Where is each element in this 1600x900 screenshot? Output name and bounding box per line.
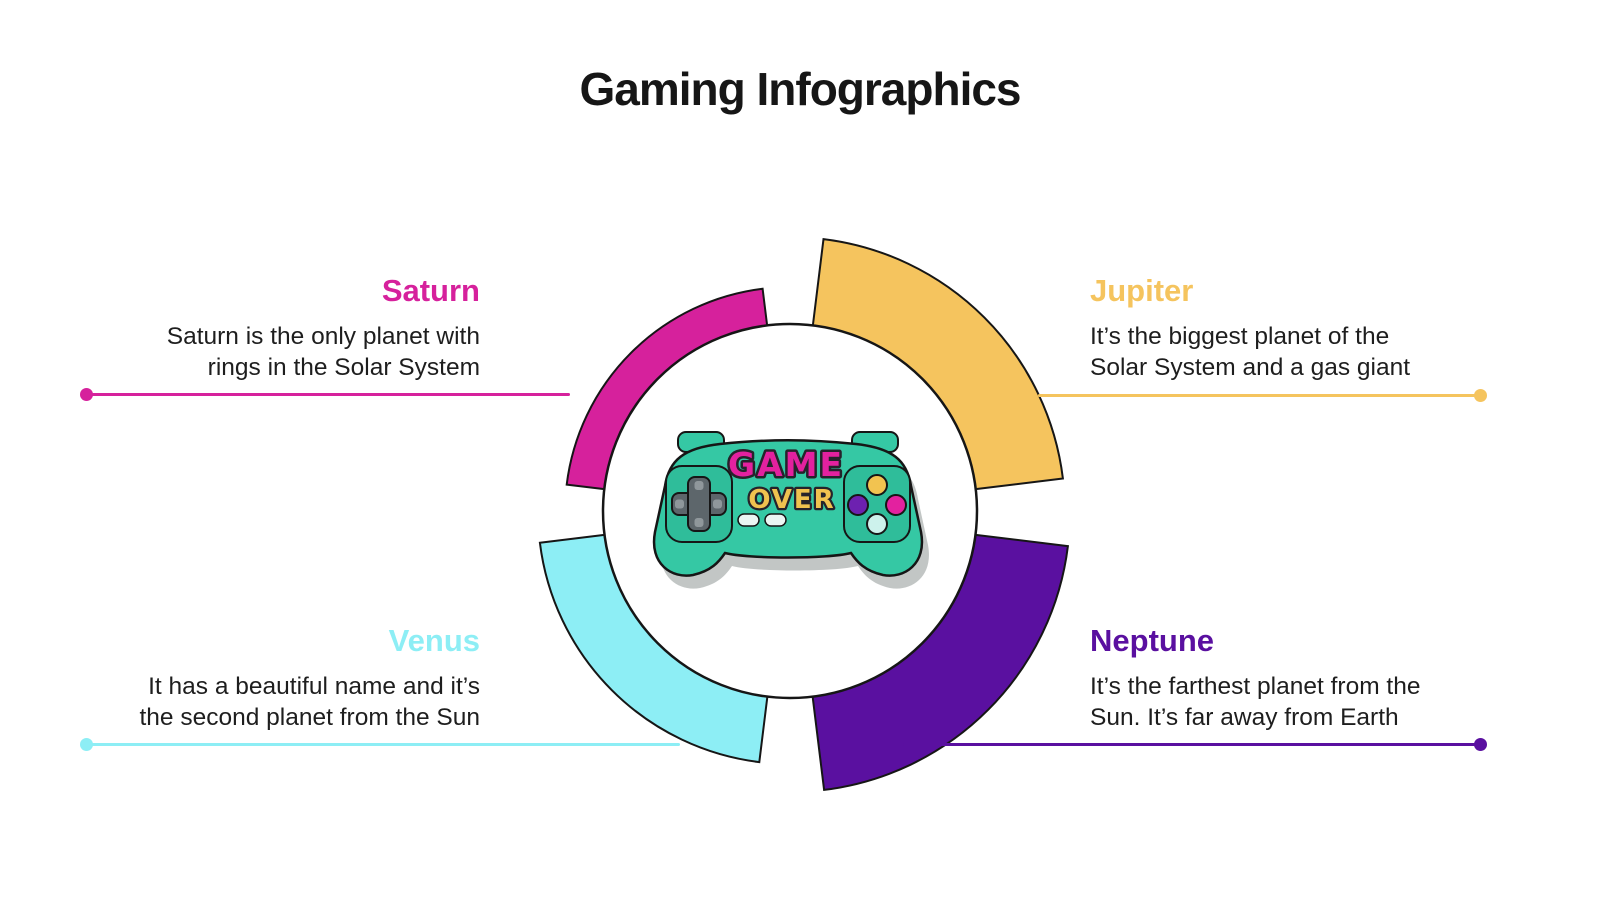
neptune-line-dot [1474, 738, 1487, 751]
jupiter-heading: Jupiter [1090, 273, 1194, 308]
venus-description-line2: the second planet from the Sun [139, 704, 481, 731]
game-text: GAME [728, 445, 844, 484]
saturn-heading: Saturn [381, 273, 480, 308]
neptune-block: Neptune It’s the farthest planet from th… [1090, 624, 1516, 733]
neptune-connector-line [903, 743, 1481, 746]
over-text: OVER [748, 485, 835, 515]
jupiter-line-dot [1474, 389, 1487, 402]
neptune-description-line1: It’s the farthest planet from the [1090, 673, 1421, 700]
button-west [847, 494, 869, 516]
jupiter-description-line2: Solar System and a gas giant [1090, 354, 1411, 381]
jupiter-connector-line [1038, 394, 1481, 397]
select-button [737, 513, 760, 527]
dpad-pip-up [694, 481, 704, 490]
venus-connector-line [86, 743, 680, 746]
saturn-connector-line [86, 393, 570, 396]
venus-line-dot [80, 738, 93, 751]
dpad-pip-right [713, 499, 722, 509]
jupiter-description-line1: It’s the biggest planet of the [1090, 323, 1390, 350]
dpad-pip-down [694, 518, 704, 527]
button-east [885, 494, 907, 516]
venus-heading: Venus [388, 623, 480, 658]
venus-description-line1: It has a beautiful name and it’s [148, 673, 480, 700]
action-buttons [847, 474, 907, 535]
dpad [671, 476, 727, 532]
dpad-center [689, 494, 709, 514]
venus-block: Venus It has a beautiful name and it’s t… [54, 623, 481, 733]
button-north [866, 474, 888, 496]
saturn-line-dot [80, 388, 93, 401]
saturn-block: Saturn Saturn is the only planet with ri… [54, 274, 480, 383]
neptune-heading: Neptune [1090, 623, 1214, 658]
saturn-description-line1: Saturn is the only planet with [166, 323, 480, 350]
page-title: Gaming Infographics [579, 63, 1021, 115]
button-south [866, 513, 888, 535]
start-button [764, 513, 787, 527]
buttons-plate [843, 465, 911, 543]
game-controller: GAME OVER [652, 431, 929, 589]
dpad-pip-left [675, 499, 684, 509]
neptune-description-line2: Sun. It’s far away from Earth [1090, 704, 1399, 731]
jupiter-block: Jupiter It’s the biggest planet of the S… [1090, 274, 1516, 383]
saturn-description-line2: rings in the Solar System [207, 354, 480, 381]
